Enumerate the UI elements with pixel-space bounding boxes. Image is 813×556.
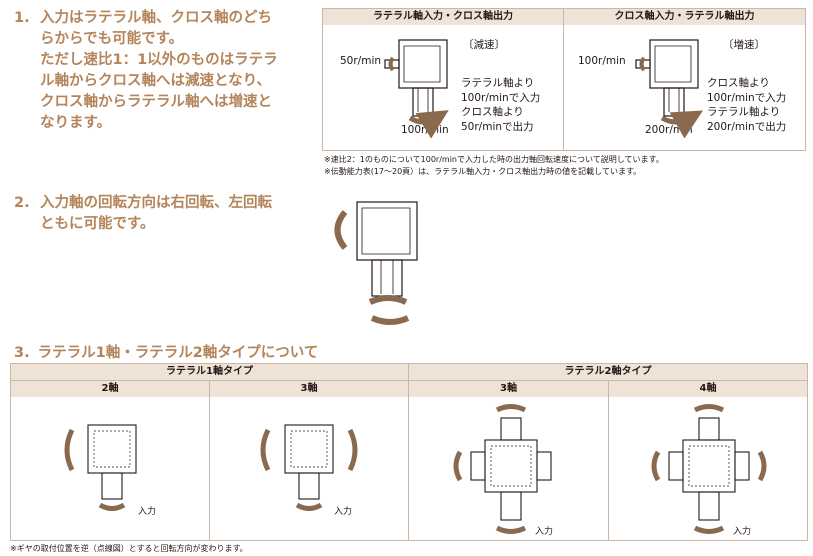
section-3-title: 3. ラテラル1軸・ラテラル2軸タイプについて	[14, 341, 318, 362]
type-table-group-lateral-1: ラテラル1軸タイプ	[11, 364, 408, 380]
type-col-divider-3	[608, 381, 609, 541]
type-col-header-2: 3軸	[210, 381, 408, 397]
footnote-speed-ratio: ※速比2：1のものについて100r/minで入力した時の出力軸回転速度について説…	[324, 155, 664, 164]
accelerate-badge: 〔増速〕	[723, 39, 765, 51]
decelerate-badge: 〔減速〕	[463, 39, 505, 51]
cross-input-description: クロス軸より 100r/minで入力 ラテラル軸より 200r/minで出力	[707, 77, 787, 133]
input-label-col-4: 入力	[733, 527, 752, 537]
type-table-group-lateral-2: ラテラル2軸タイプ	[409, 364, 807, 380]
note-2: 2. 入力軸の回転方向は右回転、左回転 ともに可能です。	[14, 193, 314, 235]
speed-table-frame	[322, 8, 806, 151]
speed-table-header-cross-input: クロス軸入力・ラテラル軸出力	[564, 9, 805, 25]
input-label-col-3: 入力	[535, 527, 554, 537]
type-table-group-divider	[408, 363, 409, 541]
footnote-capacity-table: ※伝動能力表(17〜20頁）は、ラテラル軸入力・クロス軸出力時の値を記載していま…	[324, 167, 642, 176]
lateral-input-description: ラテラル軸より 100r/minで入力 クロス軸より 50r/minで出力	[461, 77, 541, 133]
note-1-number: 1.	[14, 10, 30, 26]
type-col-header-1: 2軸	[11, 381, 209, 397]
speed-table-divider	[563, 8, 564, 151]
type-col-header-4: 4軸	[609, 381, 807, 397]
input-label-col-2: 入力	[334, 507, 353, 517]
note-2-text: 入力軸の回転方向は右回転、左回転 ともに可能です。	[40, 195, 272, 232]
section-3-number: 3.	[14, 345, 30, 361]
speed-table-header-lateral-input: ラテラル軸入力・クロス軸出力	[323, 9, 563, 25]
type-table-row-divider	[11, 380, 807, 381]
lateral-input-speed: 50r/min	[340, 55, 382, 67]
note-1: 1. 入力はラテラル軸、クロス軸のどち らからでも可能です。 ただし速比1：1以…	[14, 8, 314, 134]
input-label-col-1: 入力	[138, 507, 157, 517]
note-1-text: 入力はラテラル軸、クロス軸のどち らからでも可能です。 ただし速比1：1以外のも…	[40, 10, 278, 131]
type-col-header-3: 3軸	[409, 381, 608, 397]
type-col-divider-1	[209, 381, 210, 541]
note-2-number: 2.	[14, 195, 30, 211]
footnote-gear-position: ※ギヤの取付位置を逆（点線図）とすると回転方向が変わります。	[10, 544, 248, 553]
cross-output-speed: 200r/min	[645, 124, 693, 136]
type-table-frame	[10, 363, 808, 541]
gearbox-rotation-diagram	[334, 201, 418, 325]
section-3-text: ラテラル1軸・ラテラル2軸タイプについて	[37, 345, 319, 361]
cross-input-speed: 100r/min	[578, 55, 626, 67]
lateral-output-speed: 100r/min	[401, 124, 449, 136]
